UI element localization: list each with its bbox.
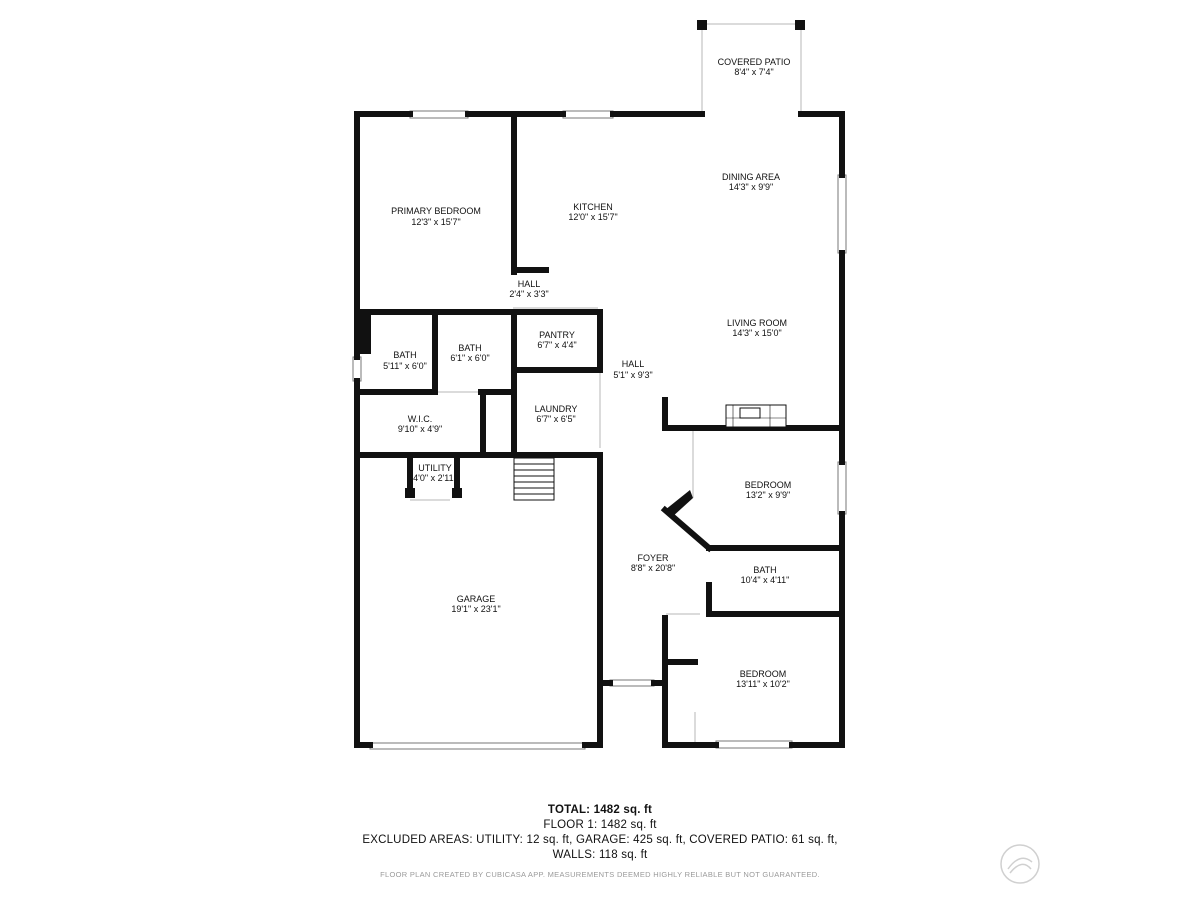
room-name-covered-patio: COVERED PATIO: [718, 57, 791, 67]
room-dims-covered-patio: 8'4" x 7'4": [734, 67, 773, 77]
stairs: [513, 457, 555, 501]
room-name-dining-area: DINING AREA: [722, 172, 780, 182]
room-name-bath-3: BATH: [753, 565, 776, 575]
room-name-bath-1: BATH: [393, 350, 416, 360]
room-name-bedroom-2: BEDROOM: [740, 669, 787, 679]
window: [715, 740, 793, 749]
room-name-hall-small: HALL: [518, 279, 541, 289]
room-name-pantry: PANTRY: [539, 330, 575, 340]
room-dims-bath-3: 10'4" x 4'11": [741, 575, 790, 585]
window: [369, 742, 586, 750]
window: [409, 110, 469, 119]
room-dims-living-room: 14'3" x 15'0": [732, 328, 781, 338]
room-dims-hall-small: 2'4" x 3'3": [509, 289, 548, 299]
room-name-utility: UTILITY: [418, 463, 452, 473]
floor-area: FLOOR 1: 1482 sq. ft: [543, 819, 657, 831]
room-name-hall: HALL: [622, 359, 645, 369]
room-name-primary-bedroom: PRIMARY BEDROOM: [391, 206, 481, 216]
room-dims-bath-2: 6'1" x 6'0": [450, 353, 489, 363]
room-name-laundry: LAUNDRY: [535, 404, 578, 414]
window: [837, 174, 847, 254]
room-name-wic: W.I.C.: [408, 414, 433, 424]
room-dims-dining-area: 14'3" x 9'9": [729, 182, 773, 192]
room-dims-bedroom-2: 13'11" x 10'2": [736, 679, 790, 689]
excluded-areas: EXCLUDED AREAS: UTILITY: 12 sq. ft, GARA…: [362, 834, 838, 846]
total-area: TOTAL: 1482 sq. ft: [547, 804, 653, 816]
room-dims-kitchen: 12'0" x 15'7": [568, 212, 617, 222]
walls: [354, 111, 845, 748]
room-name-kitchen: KITCHEN: [573, 202, 613, 212]
window: [837, 461, 847, 515]
walls-area: WALLS: 118 sq. ft: [552, 849, 648, 861]
room-name-living-room: LIVING ROOM: [727, 318, 787, 328]
room-dims-utility: 4'0" x 2'11": [413, 473, 457, 483]
wall-blocks: [357, 20, 805, 518]
room-dims-pantry: 6'7" x 4'4": [537, 340, 576, 350]
room-dims-primary-bedroom: 12'3" x 15'7": [411, 217, 460, 227]
watermark-logo-icon: [1000, 844, 1040, 884]
window: [609, 679, 655, 687]
window: [562, 110, 614, 119]
room-dims-garage: 19'1" x 23'1": [451, 604, 500, 614]
room-dims-bedroom-1: 13'2" x 9'9": [746, 490, 790, 500]
room-name-bath-2: BATH: [458, 343, 481, 353]
room-name-foyer: FOYER: [637, 553, 669, 563]
room-dims-laundry: 6'7" x 6'5": [536, 414, 575, 424]
area-summary: TOTAL: 1482 sq. ft FLOOR 1: 1482 sq. ft …: [0, 803, 1200, 863]
room-name-garage: GARAGE: [457, 594, 496, 604]
disclaimer: FLOOR PLAN CREATED BY CUBICASA APP. MEAS…: [380, 870, 820, 879]
window: [352, 356, 362, 382]
fireplace: [725, 404, 787, 428]
room-dims-wic: 9'10" x 4'9": [398, 424, 442, 434]
room-dims-foyer: 8'8" x 20'8": [631, 563, 675, 573]
room-dims-hall: 5'1" x 9'3": [613, 370, 652, 380]
room-dims-bath-1: 5'11" x 6'0": [383, 361, 427, 371]
thin-lines: [410, 23, 802, 745]
room-name-bedroom-1: BEDROOM: [745, 480, 792, 490]
